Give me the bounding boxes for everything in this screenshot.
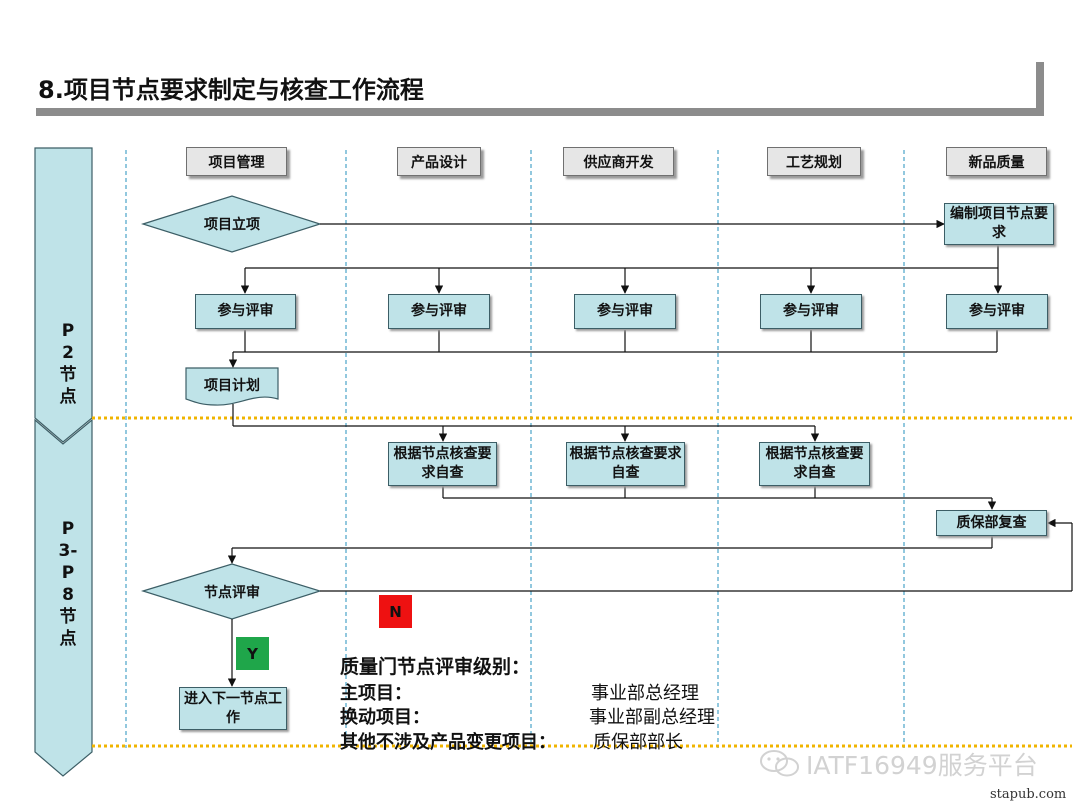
lane-header-product-design: 产品设计 <box>397 147 481 176</box>
lane-header-supplier-dev: 供应商开发 <box>563 147 674 176</box>
phase-label-p2: P2节点 <box>58 320 78 408</box>
tag-yes: Y <box>236 637 269 670</box>
lane-header-process-planning: 工艺规划 <box>767 147 861 176</box>
node-review-product-design: 参与评审 <box>388 294 490 329</box>
node-selfcheck-product-design: 根据节点核查要求自查 <box>388 442 497 486</box>
node-project-plan-label: 项目计划 <box>204 378 260 394</box>
phase-label-p3p8-text: P3-P8节点 <box>58 519 78 649</box>
node-qa-recheck: 质保部复查 <box>936 510 1047 536</box>
node-review-new-product-quality: 参与评审 <box>946 294 1048 329</box>
watermark-text: IATF16949服务平台 <box>806 751 1038 780</box>
phase-band-p2 <box>34 147 93 443</box>
title-underline <box>36 108 1044 116</box>
node-selfcheck-supplier-dev: 根据节点核查要求自查 <box>566 442 685 486</box>
title-side-bar <box>1036 62 1044 116</box>
levels-row-1-label: 主项目： <box>340 683 412 704</box>
page-title: 8.项目节点要求制定与核查工作流程 <box>38 76 424 104</box>
phase-dividers <box>92 416 1072 748</box>
phase-label-p2-text: P2节点 <box>59 321 77 407</box>
node-next-stage: 进入下一节点工作 <box>179 687 287 730</box>
levels-row-3-value: 质保部部长 <box>593 732 683 753</box>
lane-header-project-mgmt: 项目管理 <box>186 147 287 176</box>
tag-no: N <box>379 595 412 628</box>
levels-row-3-label: 其他不涉及产品变更项目： <box>340 732 556 753</box>
lane-dividers <box>125 150 905 748</box>
document-project-plan <box>185 367 279 406</box>
node-review-process-planning: 参与评审 <box>760 294 862 329</box>
phase-band-p3p8 <box>34 418 93 777</box>
decision-gate-review-label: 节点评审 <box>204 585 260 601</box>
phase-label-p3p8: P3-P8节点 <box>58 518 78 650</box>
levels-row-2-label: 换动项目： <box>340 707 430 728</box>
node-review-supplier-dev: 参与评审 <box>574 294 676 329</box>
lane-header-new-product-quality: 新品质量 <box>946 147 1047 176</box>
levels-row-2-value: 事业部副总经理 <box>589 707 715 728</box>
decision-project-start-label: 项目立项 <box>204 217 260 233</box>
levels-heading: 质量门节点评审级别： <box>340 656 531 678</box>
wechat-icon <box>760 750 799 777</box>
levels-row-1-value: 事业部总经理 <box>591 683 699 704</box>
node-review-project-mgmt: 参与评审 <box>195 294 296 329</box>
footer-url: stapub.com <box>990 787 1067 802</box>
node-selfcheck-process-planning: 根据节点核查要求自查 <box>759 442 870 486</box>
node-compile-requirements: 编制项目节点要求 <box>944 203 1054 245</box>
